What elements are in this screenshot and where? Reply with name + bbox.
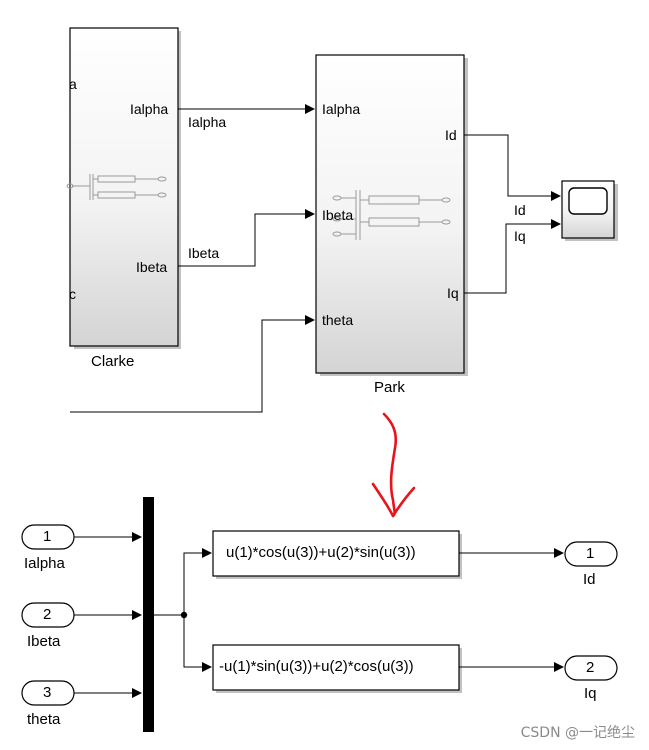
signal-label-ibeta: Ibeta — [188, 245, 220, 261]
park-out-port-iq: Iq — [447, 285, 459, 301]
signal-line-theta — [70, 315, 315, 413]
signal-line-id — [464, 134, 561, 201]
fcn-expression-iq: -u(1)*sin(u(3))+u(2)*cos(u(3)) — [219, 658, 414, 675]
watermark-text: CSDN @一记绝尘 — [520, 725, 635, 741]
outport-2-number: 2 — [586, 659, 595, 676]
outport-1-number: 1 — [586, 545, 595, 562]
clarke-block[interactable] — [66, 27, 181, 349]
inport-2-number: 2 — [43, 606, 52, 623]
clarke-block-name: Clarke — [91, 353, 135, 370]
upper-signal-lines — [70, 104, 561, 413]
mux-block[interactable] — [143, 497, 154, 732]
fcn-block-id[interactable] — [212, 530, 462, 579]
signal-label-ialpha: Ialpha — [188, 114, 227, 130]
lower-signal-lines — [74, 532, 564, 698]
clarke-out-port-ialpha: Ialpha — [130, 101, 169, 117]
signal-label-iq: Iq — [514, 228, 526, 244]
inport-1-name: Ialpha — [24, 555, 65, 572]
outport-1-name: Id — [583, 571, 596, 588]
signal-line-iq — [464, 219, 561, 294]
inport-3-name: theta — [27, 711, 61, 728]
park-block[interactable] — [315, 54, 468, 376]
park-block-name: Park — [374, 379, 405, 396]
clarke-icon — [66, 174, 167, 200]
branch-point — [180, 611, 188, 619]
park-out-port-id: Id — [445, 127, 457, 143]
outport-2[interactable] — [564, 655, 618, 681]
scope-screen-icon — [568, 187, 608, 215]
fcn-expression-id: u(1)*cos(u(3))+u(2)*sin(u(3)) — [226, 544, 416, 561]
park-icon — [332, 190, 451, 240]
park-in-port-ibeta: Ibeta — [322, 207, 354, 223]
signal-label-id: Id — [514, 202, 526, 218]
outport-1[interactable] — [564, 541, 618, 567]
scope-block[interactable] — [561, 180, 618, 241]
inport-1-number: 1 — [43, 528, 52, 545]
inport-2-name: Ibeta — [27, 633, 61, 650]
signal-line-ibeta — [178, 209, 315, 267]
inport-3-number: 3 — [43, 684, 52, 701]
red-annotation-arrow — [371, 412, 416, 518]
clarke-partial-label-a: a — [69, 76, 77, 92]
clarke-partial-label-c: c — [69, 286, 76, 302]
clarke-out-port-ibeta: Ibeta — [136, 259, 168, 275]
fcn-block-iq[interactable] — [212, 644, 462, 693]
park-in-port-ialpha: Ialpha — [322, 101, 361, 117]
outport-2-name: Iq — [584, 685, 597, 702]
park-in-port-theta: theta — [322, 312, 354, 328]
